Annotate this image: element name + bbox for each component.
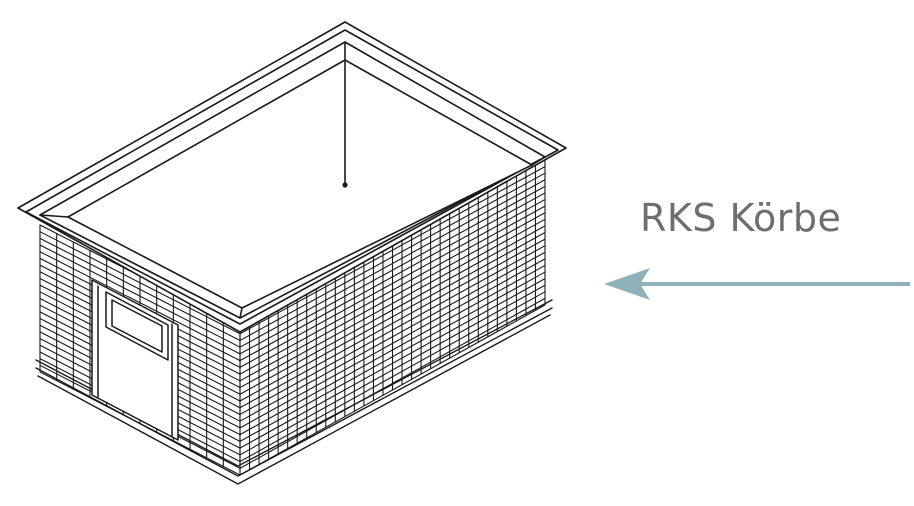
mesh-wire-horizontal bbox=[239, 212, 546, 382]
basket-side-handle bbox=[91, 279, 179, 441]
mesh-wire-horizontal bbox=[239, 192, 546, 362]
mesh-wire-horizontal bbox=[239, 198, 546, 368]
mesh-wire-horizontal bbox=[239, 179, 546, 348]
mesh-wire-horizontal bbox=[239, 225, 546, 395]
handle-grip-inner bbox=[111, 299, 163, 353]
handle-plate bbox=[91, 279, 179, 441]
wire-basket-illustration bbox=[17, 21, 567, 485]
mesh-wire-horizontal bbox=[39, 231, 241, 335]
mesh-wire-horizontal bbox=[39, 251, 241, 355]
mesh-wire-horizontal bbox=[39, 237, 241, 342]
base-rim-edge bbox=[37, 314, 551, 485]
rim-corner-crease bbox=[531, 156, 546, 166]
mesh-wire-horizontal bbox=[239, 291, 546, 463]
rim-outer-wire-inner bbox=[25, 29, 559, 325]
inner-corner-point bbox=[342, 182, 348, 188]
mesh-wire-horizontal bbox=[239, 245, 546, 416]
mesh-wire-horizontal bbox=[239, 238, 546, 409]
mesh-wire-horizontal bbox=[39, 244, 241, 348]
mesh-wire-horizontal bbox=[239, 264, 546, 436]
mesh-wire-horizontal bbox=[239, 205, 546, 375]
mesh-wire-horizontal bbox=[239, 284, 546, 456]
mesh-wire-horizontal bbox=[239, 231, 546, 402]
mesh-wire-horizontal bbox=[239, 271, 546, 442]
mesh-wire-horizontal bbox=[239, 297, 546, 469]
basket-front-mesh bbox=[239, 159, 546, 476]
mesh-wire-horizontal bbox=[239, 218, 546, 389]
mesh-wire-horizontal bbox=[239, 258, 546, 429]
mesh-wire-horizontal bbox=[239, 185, 546, 355]
pointer-arrow bbox=[604, 268, 910, 300]
product-label: RKS Körbe bbox=[640, 196, 842, 240]
base-rim-lower bbox=[35, 307, 553, 477]
rim-corner-crease bbox=[39, 214, 69, 218]
mesh-wire-horizontal bbox=[239, 304, 546, 476]
rim-corner-crease bbox=[239, 307, 243, 319]
handle-grip-opening bbox=[105, 291, 169, 361]
mesh-wire-horizontal bbox=[239, 172, 546, 342]
mesh-wire-horizontal bbox=[239, 251, 546, 422]
mesh-wire-horizontal bbox=[239, 278, 546, 449]
mesh-wire-horizontal bbox=[239, 166, 546, 335]
basket-top-rim bbox=[17, 21, 567, 333]
